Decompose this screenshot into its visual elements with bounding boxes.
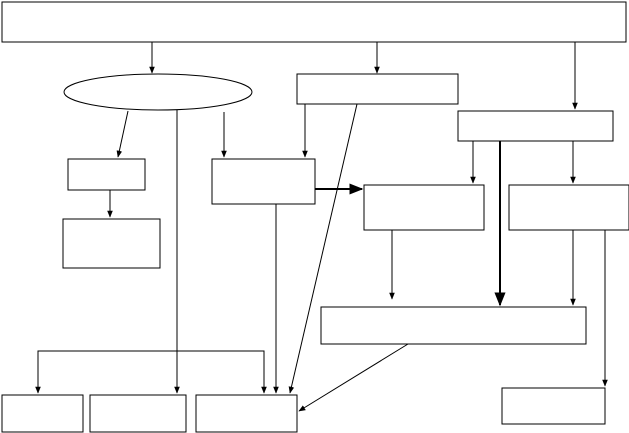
connector-branch-bottom <box>37 350 265 393</box>
node-box-bottom-2 <box>89 394 187 433</box>
node-box-bottom-3 <box>195 394 298 433</box>
node-top-bar <box>1 1 627 43</box>
node-box-middle-right-b <box>508 184 629 231</box>
node-box-left-small <box>67 158 146 191</box>
node-box-top-right <box>457 110 614 142</box>
arrow-wide-bottom-to-bottom-3 <box>298 343 409 412</box>
arrow-top-middle-to-bottom-3 <box>288 103 358 394</box>
node-box-left-lower <box>62 218 161 269</box>
arrow-ellipse-to-left-small <box>116 110 129 158</box>
node-box-top-middle <box>296 73 459 105</box>
node-box-bottom-1 <box>1 394 84 433</box>
node-box-middle-right-a <box>363 184 485 231</box>
node-box-center <box>211 158 316 205</box>
node-box-wide-bottom <box>320 306 587 345</box>
node-ellipse <box>63 73 253 111</box>
node-box-bottom-right <box>501 387 606 425</box>
